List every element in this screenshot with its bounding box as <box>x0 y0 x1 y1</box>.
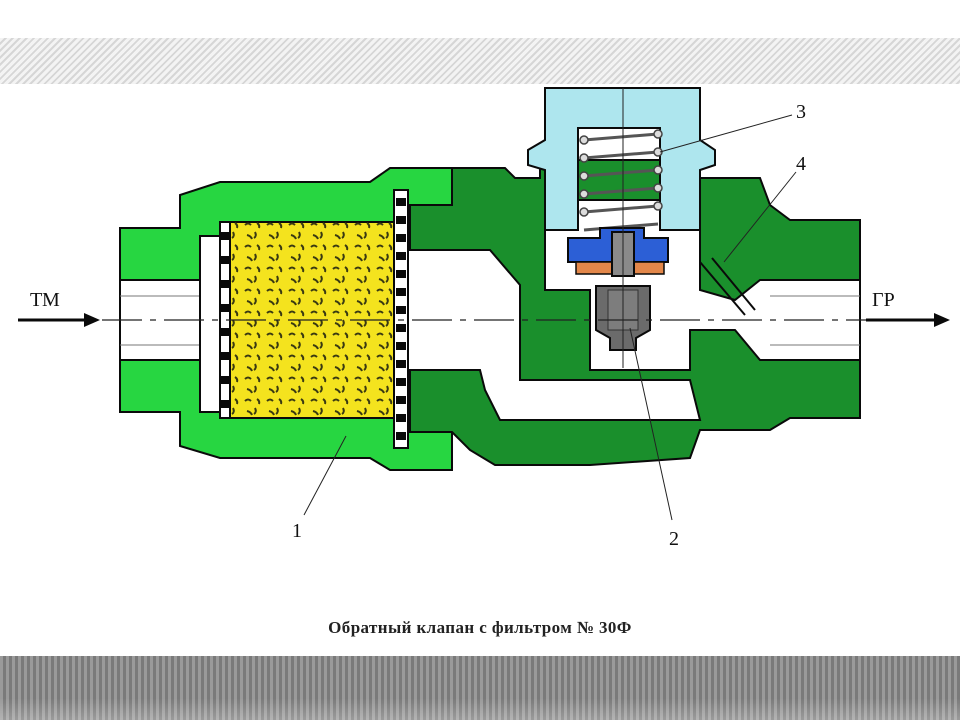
callout-4: 4 <box>796 153 806 175</box>
top-decor-band <box>0 38 960 84</box>
inlet-label: ТМ <box>30 289 60 311</box>
callout-1: 1 <box>292 520 302 542</box>
filter-right-plate <box>393 189 409 449</box>
inlet-arrow <box>18 313 100 327</box>
callout-3: 3 <box>796 101 806 123</box>
bottom-decor-band <box>0 656 960 720</box>
callout-2: 2 <box>669 528 679 550</box>
valve-cap <box>527 87 716 231</box>
outlet-arrow <box>866 313 950 327</box>
diagram-caption: Обратный клапан с фильтром № 30Ф <box>328 618 632 637</box>
outlet-label: ГР <box>872 289 895 311</box>
